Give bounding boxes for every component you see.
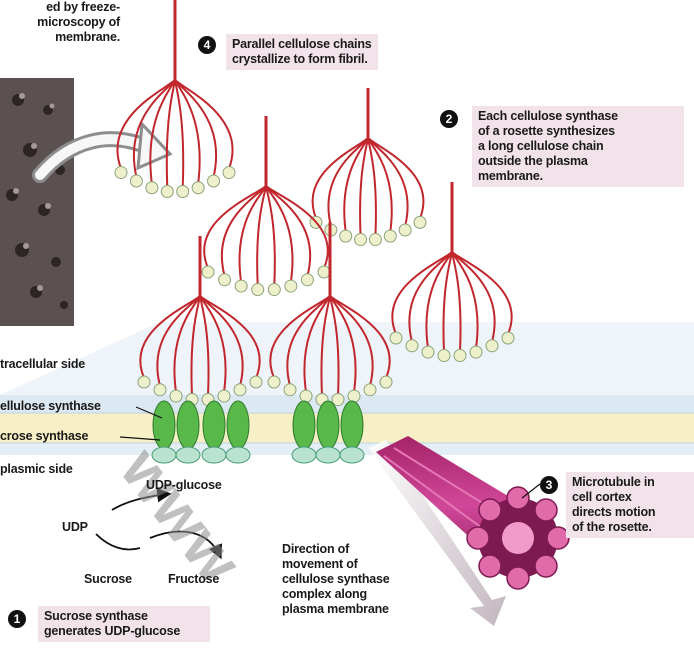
micrograph-caption: ed by freeze- microscopy of membrane. bbox=[0, 0, 120, 45]
synthase-subunit bbox=[154, 384, 166, 396]
synthase-subunit bbox=[340, 230, 352, 242]
cellulose-synthase-complex bbox=[341, 401, 363, 449]
cellulose-chain bbox=[175, 80, 183, 188]
sucrose-synthase bbox=[202, 447, 226, 463]
extracellular-side-label: tracellular side bbox=[0, 357, 85, 372]
synthase-subunit bbox=[301, 274, 313, 286]
cellulose-synthase-label: ellulose synthase bbox=[0, 399, 101, 414]
udp-label: UDP bbox=[62, 520, 88, 535]
synthase-subunit bbox=[285, 280, 297, 292]
direction-label: Direction of movement of cellulose synth… bbox=[282, 542, 452, 617]
synthase-subunit bbox=[438, 350, 450, 362]
step-2-badge: 2 bbox=[440, 110, 458, 128]
synthase-subunit bbox=[138, 376, 150, 388]
cellulose-synthase-complex bbox=[317, 401, 339, 449]
synthase-subunit bbox=[250, 376, 262, 388]
synthase-subunit bbox=[486, 340, 498, 352]
synthase-subunit bbox=[384, 230, 396, 242]
synthase-subunit bbox=[219, 274, 231, 286]
udp-glucose-label: UDP-glucose bbox=[146, 478, 222, 493]
cellulose-rosette bbox=[310, 88, 426, 246]
synthase-subunit bbox=[268, 284, 280, 296]
synthase-subunit bbox=[399, 224, 411, 236]
synthase-subunit bbox=[390, 332, 402, 344]
synthase-subunit bbox=[470, 346, 482, 358]
step-1-badge: 1 bbox=[8, 610, 26, 628]
synthase-subunit bbox=[364, 384, 376, 396]
fructose-label: Fructose bbox=[168, 572, 219, 587]
synthase-subunit bbox=[115, 167, 127, 179]
step-3-badge: 3 bbox=[540, 476, 558, 494]
sucrose-synthase bbox=[226, 447, 250, 463]
cellulose-synthase-complex bbox=[293, 401, 315, 449]
synthase-subunit bbox=[130, 175, 142, 187]
cellulose-rosette bbox=[115, 0, 235, 198]
cellulose-chain bbox=[360, 138, 368, 236]
step-2-label: Each cellulose synthase of a rosette syn… bbox=[472, 106, 684, 187]
cellulose-synthase-complex bbox=[177, 401, 199, 449]
synthase-subunit bbox=[223, 167, 235, 179]
sucrose-synthase bbox=[340, 447, 364, 463]
cytoplasmic-side-label: plasmic side bbox=[0, 462, 73, 477]
synthase-subunit bbox=[355, 234, 367, 246]
synthase-subunit bbox=[414, 216, 426, 228]
sucrose-synthase bbox=[292, 447, 316, 463]
synthase-subunit bbox=[406, 340, 418, 352]
synthase-subunit bbox=[318, 266, 330, 278]
step-4-label: Parallel cellulose chains crystallize to… bbox=[226, 34, 378, 70]
synthase-subunit bbox=[192, 182, 204, 194]
synthase-subunit bbox=[146, 182, 158, 194]
synthase-subunit bbox=[218, 390, 230, 402]
cellulose-chain bbox=[257, 186, 266, 286]
cellulose-chain bbox=[266, 186, 275, 286]
synthase-subunit bbox=[300, 390, 312, 402]
synthase-subunit bbox=[268, 376, 280, 388]
synthase-subunit bbox=[235, 280, 247, 292]
synthase-subunit bbox=[202, 266, 214, 278]
synthase-subunit bbox=[161, 186, 173, 198]
freeze-fracture-micrograph bbox=[0, 78, 74, 326]
cellulose-synthase-complex bbox=[203, 401, 225, 449]
synthase-subunit bbox=[502, 332, 514, 344]
synthase-subunit bbox=[284, 384, 296, 396]
cellulose-chain bbox=[368, 138, 376, 236]
step-3-label: Microtubule in cell cortex directs motio… bbox=[566, 472, 694, 538]
step-1-label: Sucrose synthase generates UDP-glucose bbox=[38, 606, 210, 642]
cellulose-synthase-complex bbox=[227, 401, 249, 449]
synthase-subunit bbox=[170, 390, 182, 402]
step-4-badge: 4 bbox=[198, 36, 216, 54]
synthase-subunit bbox=[177, 186, 189, 198]
sucrose-synthase-label: crose synthase bbox=[0, 429, 88, 444]
synthase-subunit bbox=[422, 346, 434, 358]
sucrose-synthase bbox=[316, 447, 340, 463]
cellulose-rosette bbox=[202, 116, 330, 296]
synthase-subunit bbox=[454, 350, 466, 362]
synthase-subunit bbox=[369, 234, 381, 246]
synthase-subunit bbox=[234, 384, 246, 396]
synthase-subunit bbox=[348, 390, 360, 402]
synthase-subunit bbox=[380, 376, 392, 388]
synthase-subunit bbox=[208, 175, 220, 187]
sucrose-label: Sucrose bbox=[84, 572, 132, 587]
cellulose-chain bbox=[167, 80, 175, 188]
synthase-subunit bbox=[252, 284, 264, 296]
